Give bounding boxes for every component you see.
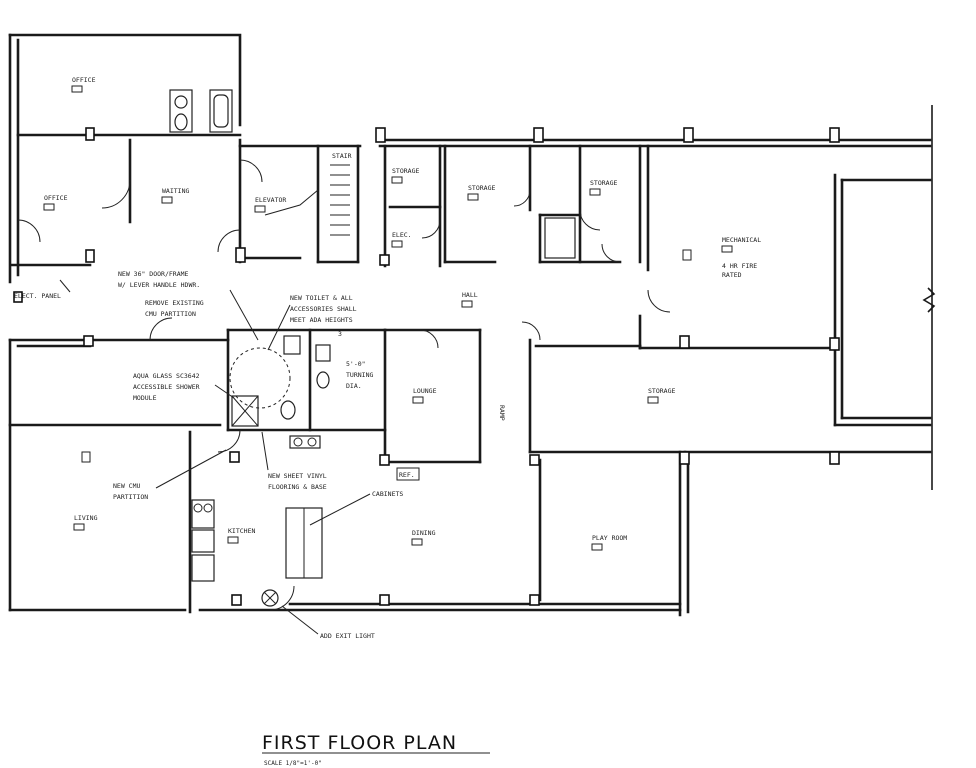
note-door-1: NEW 36" DOOR/FRAME bbox=[118, 270, 189, 278]
note-toilet-1: NEW TOILET & ALL bbox=[290, 294, 353, 302]
note-vinyl-1: NEW SHEET VINYL bbox=[268, 472, 327, 480]
room-label-storage-d: STORAGE bbox=[648, 387, 675, 395]
columns bbox=[13, 127, 840, 606]
note-fire-rated-1: 4 HR FIRE bbox=[722, 262, 757, 270]
room-label-ramp: RAMP bbox=[498, 405, 506, 421]
walls bbox=[8, 33, 933, 617]
room-label-kitchen: KITCHEN bbox=[228, 527, 255, 535]
room-label-storage-a: STORAGE bbox=[392, 167, 419, 175]
note-toilet-3: MEET ADA HEIGHTS bbox=[290, 316, 353, 324]
title-block: FIRST FLOOR PLAN SCALE 1/8"=1'-0" bbox=[262, 732, 490, 767]
note-number-3: 3 bbox=[338, 330, 342, 338]
note-shower-1: AQUA GLASS SC3642 bbox=[133, 372, 200, 380]
note-turning-1: 5'-0" bbox=[346, 360, 366, 368]
room-label-hall: HALL bbox=[462, 291, 478, 299]
stair-treads bbox=[264, 164, 350, 236]
room-label-office-left: OFFICE bbox=[44, 194, 68, 202]
room-label-living: LIVING bbox=[74, 514, 98, 522]
room-labels: OFFICE OFFICE WAITING ELEVATOR STAIR STO… bbox=[43, 76, 761, 551]
note-fire-rated-2: RATED bbox=[722, 271, 742, 279]
door-swings bbox=[17, 159, 671, 611]
room-label-stair: STAIR bbox=[332, 152, 352, 160]
break-line bbox=[922, 287, 936, 313]
note-turning-2: TURNING bbox=[346, 371, 373, 379]
room-label-storage-b: STORAGE bbox=[468, 184, 495, 192]
room-label-dining: DINING bbox=[412, 529, 436, 537]
room-label-lounge: LOUNGE bbox=[413, 387, 437, 395]
note-door-2: W/ LEVER HANDLE HDWR. bbox=[118, 281, 200, 289]
plumbing-fixtures bbox=[169, 89, 576, 582]
note-elect-panel: ELECT. PANEL bbox=[14, 292, 61, 300]
annotations: ELECT. PANEL NEW 36" DOOR/FRAME W/ LEVER… bbox=[14, 270, 403, 640]
note-remove-2: CMU PARTITION bbox=[145, 310, 196, 318]
note-cabinets: CABINETS bbox=[372, 490, 403, 498]
note-shower-2: ACCESSIBLE SHOWER bbox=[133, 383, 200, 391]
exit-light-symbol bbox=[261, 589, 279, 607]
room-label-ref: REF. bbox=[399, 471, 415, 479]
note-vinyl-2: FLOORING & BASE bbox=[268, 483, 327, 491]
room-label-office-top: OFFICE bbox=[72, 76, 96, 84]
room-label-mechanical: MECHANICAL bbox=[722, 236, 761, 244]
room-label-waiting: WAITING bbox=[162, 187, 189, 195]
room-label-elevator: ELEVATOR bbox=[255, 196, 286, 204]
note-remove-1: REMOVE EXISTING bbox=[145, 299, 204, 307]
note-exit-light: ADD EXIT LIGHT bbox=[320, 632, 375, 640]
note-toilet-2: ACCESSORIES SHALL bbox=[290, 305, 357, 313]
room-label-play-room: PLAY ROOM bbox=[592, 534, 627, 542]
note-turning-3: DIA. bbox=[346, 382, 362, 390]
note-cmu-2: PARTITION bbox=[113, 493, 148, 501]
room-label-storage-c: STORAGE bbox=[590, 179, 617, 187]
note-cmu-1: NEW CMU bbox=[113, 482, 140, 490]
drawing-scale: SCALE 1/8"=1'-0" bbox=[264, 760, 322, 767]
note-shower-3: MODULE bbox=[133, 394, 157, 402]
drawing-title: FIRST FLOOR PLAN bbox=[262, 732, 457, 754]
room-label-elec: ELEC. bbox=[392, 231, 412, 239]
